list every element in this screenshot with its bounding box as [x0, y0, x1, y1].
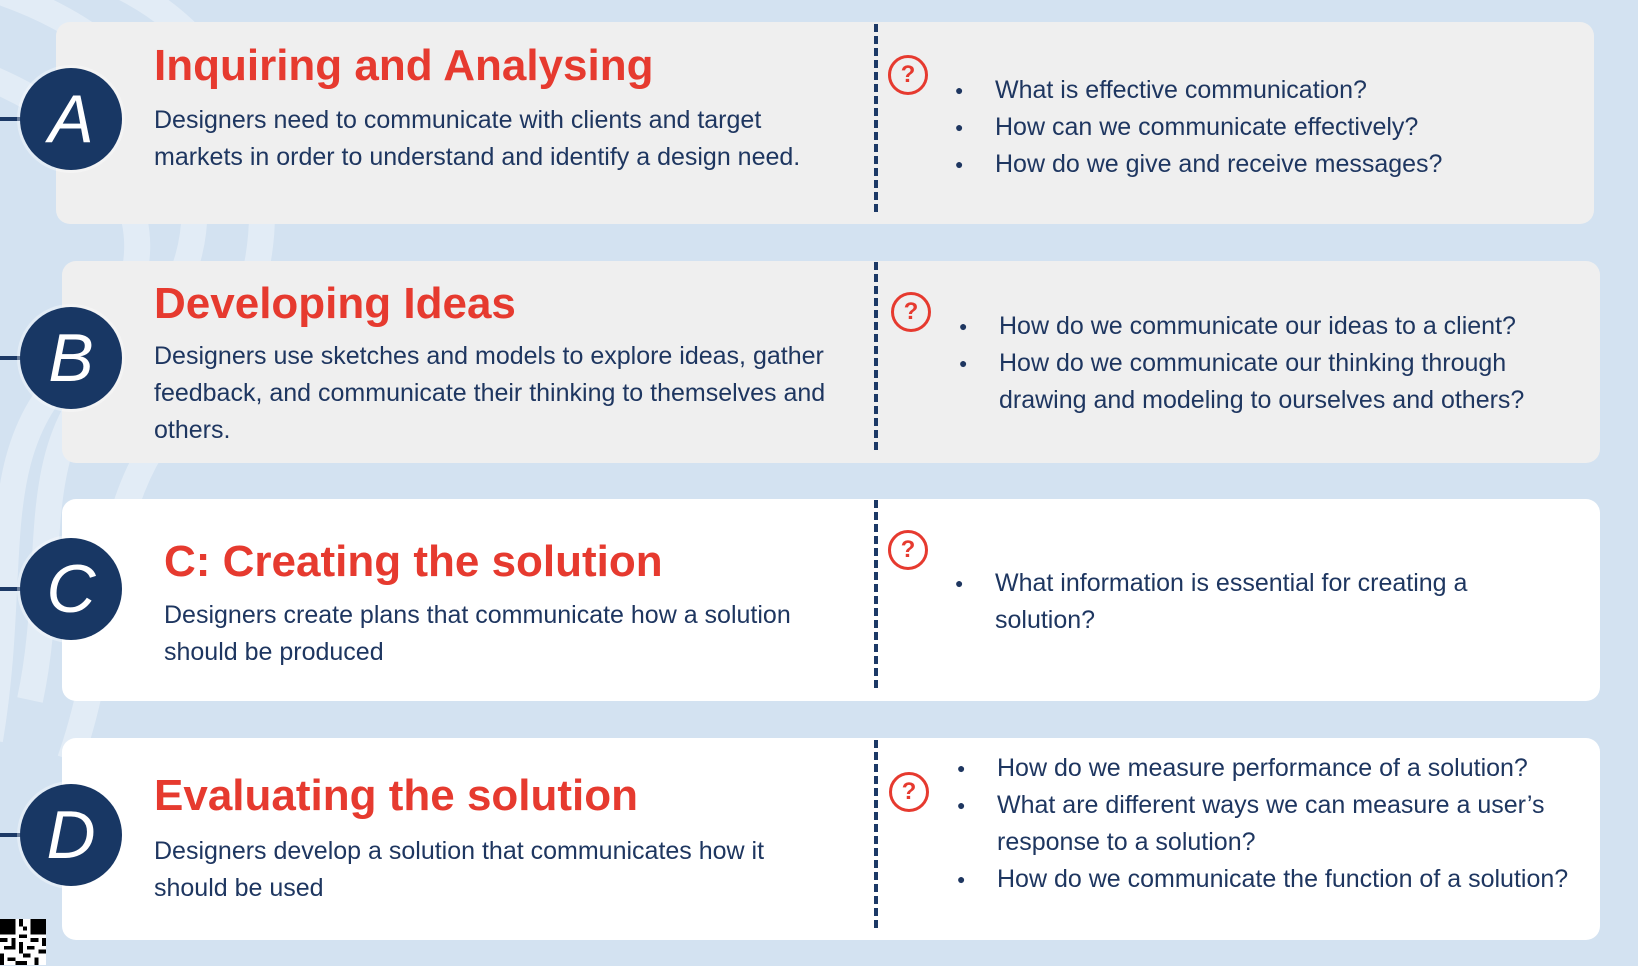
section-b-question-2: How do we communicate our thinking throu… [959, 345, 1579, 419]
section-a-question-icon: ? [888, 55, 928, 95]
section-d-description: Designers develop a solution that commun… [154, 837, 765, 902]
section-a-divider [874, 24, 878, 212]
section-a-question-1: What is effective communication? [955, 72, 1555, 109]
section-d-divider [874, 740, 878, 928]
section-b-divider [874, 262, 878, 450]
section-d-question-list: How do we measure performance of a solut… [957, 750, 1577, 898]
section-b-title: Developing Ideas [154, 279, 516, 328]
section-d-question-icon: ? [889, 772, 929, 812]
section-c-divider [874, 500, 878, 688]
section-d-question-3: How do we communicate the function of a … [957, 861, 1577, 898]
section-d-title: Evaluating the solution [154, 771, 639, 820]
section-a-question-3: How do we give and receive messages? [955, 146, 1555, 183]
section-b-question-icon: ? [891, 292, 931, 332]
section-c-title: C: Creating the solution [164, 537, 663, 586]
section-d-question-1: How do we measure performance of a solut… [957, 750, 1577, 787]
qr-code-icon [0, 919, 46, 965]
section-b-description: Designers use sketches and models to exp… [154, 342, 826, 444]
section-d-question-2: What are different ways we can measure a… [957, 787, 1577, 861]
section-a-description: Designers need to communicate with clien… [154, 106, 801, 171]
section-c-question-1: What information is essential for creati… [955, 565, 1515, 639]
section-a-title: Inquiring and Analysing [154, 41, 654, 90]
section-b-badge: B [20, 307, 122, 409]
section-a-badge: A [20, 68, 122, 170]
section-b-question-1: How do we communicate our ideas to a cli… [959, 308, 1579, 345]
section-a-question-2: How can we communicate effectively? [955, 109, 1555, 146]
section-a-question-list: What is effective communication? How can… [955, 72, 1555, 183]
section-c-description: Designers create plans that communicate … [164, 601, 791, 666]
section-c-question-list: What information is essential for creati… [955, 565, 1515, 639]
section-b-question-list: How do we communicate our ideas to a cli… [959, 308, 1579, 419]
section-c-question-icon: ? [888, 530, 928, 570]
section-c-badge: C [20, 538, 122, 640]
section-d-badge: D [20, 784, 122, 886]
